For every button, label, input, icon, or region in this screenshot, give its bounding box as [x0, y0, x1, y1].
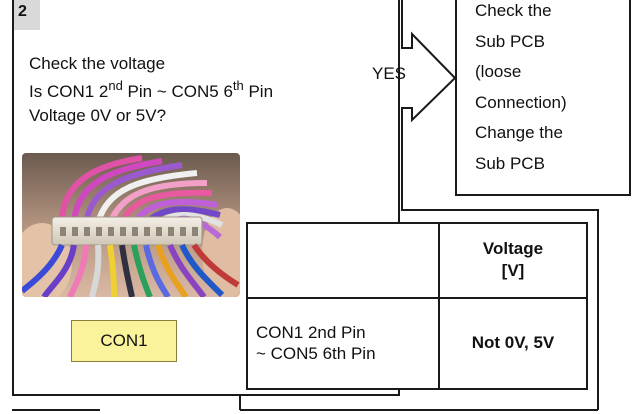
row-voltage-value: Not 0V, 5V	[439, 298, 587, 389]
row-pin-label: CON1 2nd Pin ~ CON5 6th Pin	[247, 298, 439, 389]
result-text: Check the Sub PCB (loose Connection) Cha…	[475, 0, 567, 179]
header-empty-cell	[247, 223, 439, 298]
table-row: CON1 2nd Pin ~ CON5 6th Pin Not 0V, 5V	[247, 298, 587, 389]
header-voltage-cell: Voltage [V]	[439, 223, 587, 298]
yes-label: YES	[372, 64, 406, 84]
voltage-table: Voltage [V] CON1 2nd Pin ~ CON5 6th Pin …	[246, 222, 588, 390]
table-header-row: Voltage [V]	[247, 223, 587, 298]
